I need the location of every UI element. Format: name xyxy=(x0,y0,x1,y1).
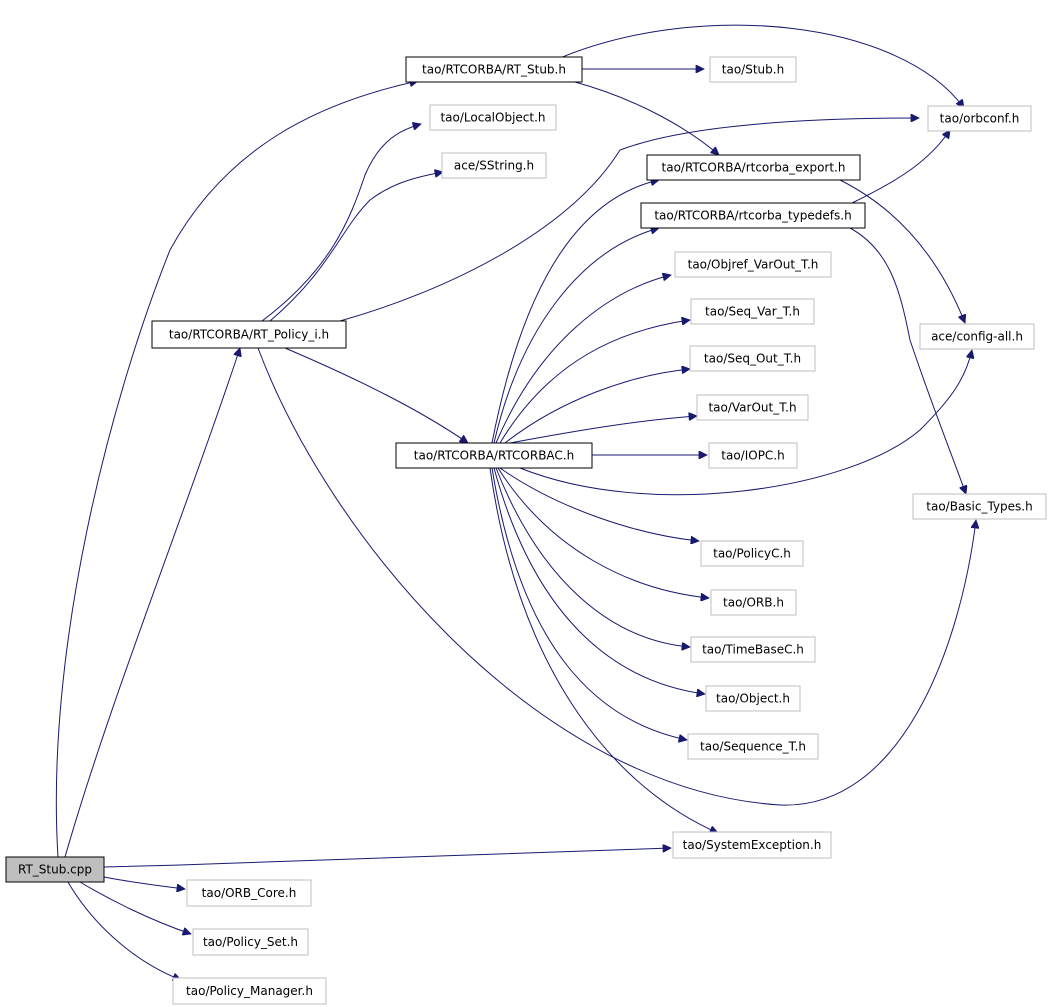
node-label: tao/RTCORBA/RT_Stub.h xyxy=(422,63,566,77)
node-label: RT_Stub.cpp xyxy=(18,863,92,877)
node-policyc-h[interactable]: tao/PolicyC.h xyxy=(700,540,804,567)
node-basic-types-h[interactable]: tao/Basic_Types.h xyxy=(912,493,1047,520)
node-policy-set-h[interactable]: tao/Policy_Set.h xyxy=(192,928,309,956)
node-label: tao/IOPC.h xyxy=(721,449,784,463)
node-sstring-h[interactable]: ace/SString.h xyxy=(441,152,547,179)
node-localobject-h[interactable]: tao/LocalObject.h xyxy=(429,104,557,131)
node-orb-h[interactable]: tao/ORB.h xyxy=(710,589,797,616)
edge-rt-policy-i-h-to-sstring-h xyxy=(269,172,443,322)
node-label: tao/ORB.h xyxy=(723,596,784,610)
node-label: tao/Seq_Var_T.h xyxy=(705,305,800,319)
edge-rtcorba-export-h-to-config-all-h xyxy=(839,179,965,323)
node-rt-stub-h[interactable]: tao/RTCORBA/RT_Stub.h xyxy=(405,56,583,83)
edge-rt-policy-i-h-to-rtcorbac-h xyxy=(284,347,468,443)
edge-rtcorbac-h-to-systemexception-h xyxy=(489,467,718,833)
edge-rtcorba-typedefs-h-to-orbconf-h xyxy=(849,130,950,205)
node-orbconf-h[interactable]: tao/orbconf.h xyxy=(927,105,1032,132)
edge-rt-stub-cpp-to-rt-stub-h xyxy=(55,81,418,858)
node-label: tao/Objref_VarOut_T.h xyxy=(688,258,819,272)
node-config-all-h[interactable]: ace/config-all.h xyxy=(919,323,1035,350)
node-varout-h[interactable]: tao/VarOut_T.h xyxy=(696,394,809,421)
node-timebasec-h[interactable]: tao/TimeBaseC.h xyxy=(690,636,816,663)
node-label: tao/RTCORBA/rtcorba_export.h xyxy=(662,161,846,175)
node-iopc-h[interactable]: tao/IOPC.h xyxy=(708,442,798,469)
edge-rt-stub-h-to-orbconf-h xyxy=(559,24,964,108)
edge-rtcorbac-h-to-seq-out-h xyxy=(504,369,690,444)
edge-rtcorbac-h-to-policyc-h xyxy=(499,467,699,541)
edge-rtcorbac-h-to-sequence-h xyxy=(491,467,687,740)
edge-rtcorbac-h-to-objref-varout-h xyxy=(495,275,671,444)
edge-rtcorbac-h-to-timebasec-h xyxy=(495,467,690,647)
node-seq-out-h[interactable]: tao/Seq_Out_T.h xyxy=(689,345,816,372)
node-label: tao/SystemException.h xyxy=(683,838,822,852)
node-systemexception-h[interactable]: tao/SystemException.h xyxy=(672,831,832,859)
node-label: ace/SString.h xyxy=(454,159,534,173)
node-label: tao/VarOut_T.h xyxy=(708,401,796,415)
edge-rt-stub-h-to-rtcorba-export-h xyxy=(574,81,719,155)
node-label: tao/PolicyC.h xyxy=(713,547,791,561)
edge-rt-policy-i-h-to-localobject-h xyxy=(261,124,421,322)
node-label: tao/LocalObject.h xyxy=(440,111,545,125)
node-object-h[interactable]: tao/Object.h xyxy=(705,685,801,712)
edge-rt-policy-i-h-to-orbconf-h xyxy=(339,118,919,322)
edge-rt-stub-cpp-to-rt-policy-i-h xyxy=(64,348,240,858)
edge-rtcorbac-h-to-object-h xyxy=(493,467,705,694)
edge-rt-policy-i-h-to-basic-types-h xyxy=(257,347,976,806)
edge-rtcorbac-h-to-rtcorba-export-h xyxy=(491,180,659,444)
node-policy-manager-h[interactable]: tao/Policy_Manager.h xyxy=(172,977,327,1005)
node-rt-stub-cpp[interactable]: RT_Stub.cpp xyxy=(5,856,105,883)
edge-rtcorbac-h-to-rtcorba-typedefs-h xyxy=(493,228,659,444)
node-label: tao/Policy_Set.h xyxy=(203,935,298,949)
node-sequence-h[interactable]: tao/Sequence_T.h xyxy=(687,733,819,760)
node-seq-var-h[interactable]: tao/Seq_Var_T.h xyxy=(690,298,815,325)
node-rtcorbac-h[interactable]: tao/RTCORBA/RTCORBAC.h xyxy=(395,442,593,469)
node-label: tao/RTCORBA/RT_Policy_i.h xyxy=(169,328,329,342)
node-label: tao/Object.h xyxy=(716,692,790,706)
node-rtcorba-export-h[interactable]: tao/RTCORBA/rtcorba_export.h xyxy=(646,154,861,181)
node-rt-policy-i-h[interactable]: tao/RTCORBA/RT_Policy_i.h xyxy=(151,320,347,349)
edge-rtcorba-typedefs-h-to-basic-types-h xyxy=(849,227,966,494)
node-label: tao/Sequence_T.h xyxy=(700,740,806,754)
node-label: tao/RTCORBA/rtcorba_typedefs.h xyxy=(654,209,851,223)
node-orb-core-h[interactable]: tao/ORB_Core.h xyxy=(186,879,312,907)
edge-rtcorbac-h-to-config-all-h xyxy=(519,350,972,496)
node-label: tao/ORB_Core.h xyxy=(202,886,297,900)
node-label: tao/Basic_Types.h xyxy=(926,500,1032,514)
nodes: RT_Stub.cpp tao/RTCORBA/RT_Stub.h tao/St… xyxy=(5,56,1047,1005)
node-label: tao/Seq_Out_T.h xyxy=(704,352,801,366)
edge-rt-stub-cpp-to-policy-set-h xyxy=(79,881,191,934)
edge-rt-stub-cpp-to-systemexception-h xyxy=(103,848,671,868)
edge-rtcorbac-h-to-varout-h xyxy=(509,416,697,444)
edge-rt-stub-cpp-to-policy-manager-h xyxy=(67,881,181,980)
node-label: tao/Stub.h xyxy=(722,63,784,77)
node-stub-h[interactable]: tao/Stub.h xyxy=(709,56,797,83)
node-label: tao/RTCORBA/RTCORBAC.h xyxy=(414,449,574,463)
node-rtcorba-typedefs-h[interactable]: tao/RTCORBA/rtcorba_typedefs.h xyxy=(640,202,866,229)
edge-rtcorbac-h-to-orb-h xyxy=(497,467,709,598)
node-label: tao/TimeBaseC.h xyxy=(702,643,804,657)
edges xyxy=(55,24,976,980)
edge-rt-stub-cpp-to-orb-core-h xyxy=(103,876,185,889)
node-objref-varout-h[interactable]: tao/Objref_VarOut_T.h xyxy=(674,251,832,278)
node-label: tao/Policy_Manager.h xyxy=(186,984,313,998)
node-label: tao/orbconf.h xyxy=(940,112,1020,126)
edge-rtcorbac-h-to-seq-var-h xyxy=(499,320,690,444)
node-label: ace/config-all.h xyxy=(931,330,1023,344)
